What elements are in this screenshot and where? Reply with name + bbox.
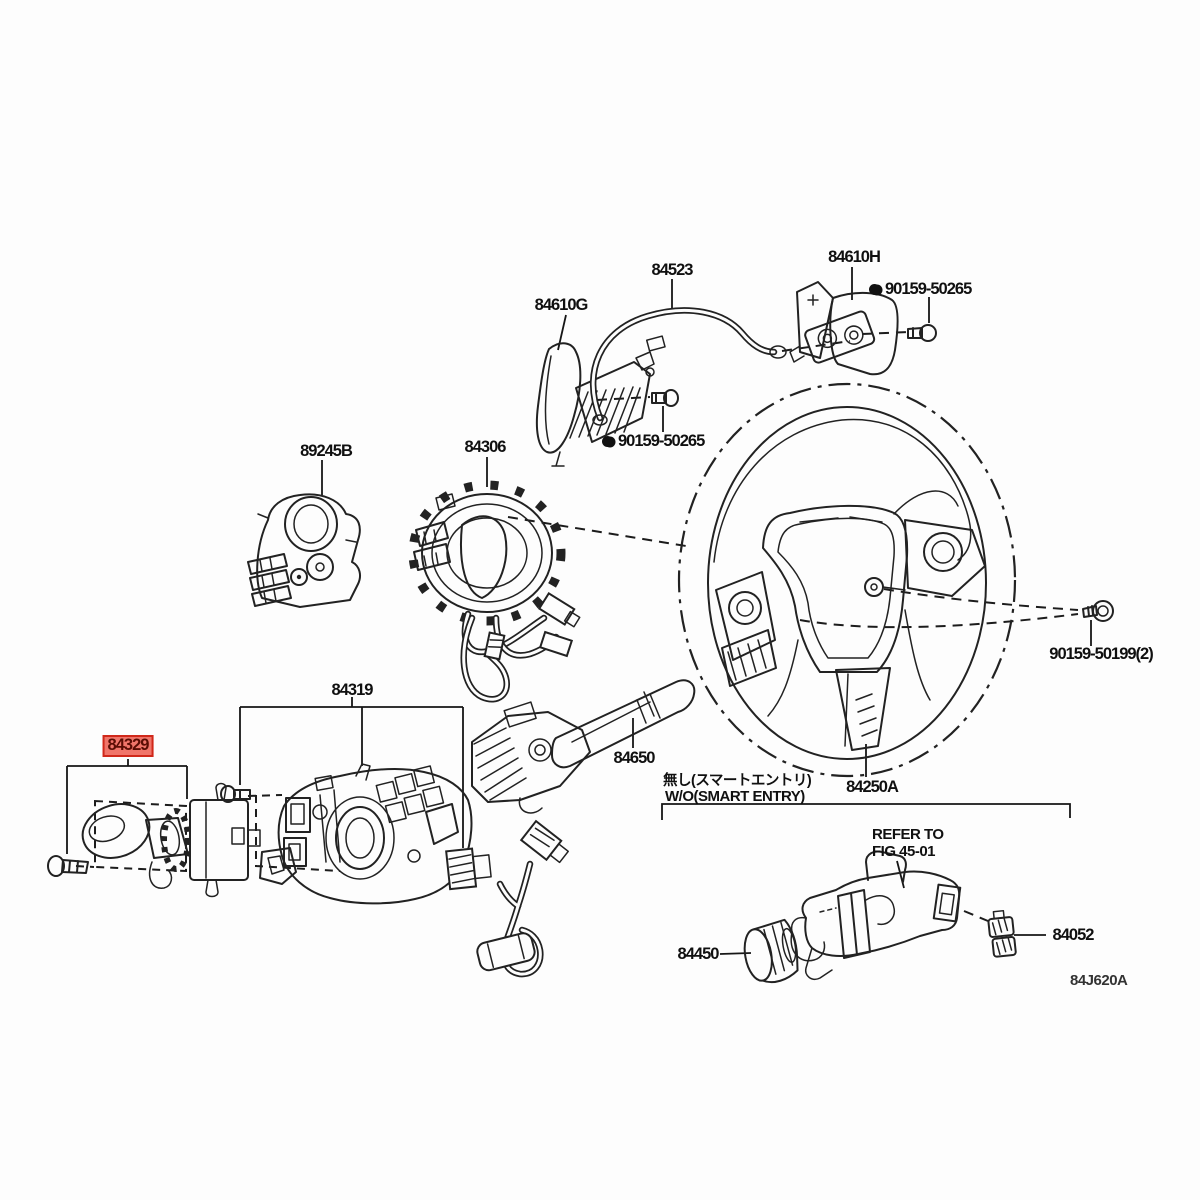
bullet-dot-icon bbox=[869, 284, 880, 295]
dimmer-switch-84329-drawing bbox=[81, 782, 261, 898]
sensor-89245b-drawing bbox=[247, 493, 361, 608]
dashed-lines bbox=[75, 331, 1079, 922]
paddle-84610g-drawing bbox=[535, 342, 655, 467]
steering-wheel-84250a-drawing bbox=[677, 382, 1017, 778]
label-84329-highlighted: 84329 bbox=[102, 735, 154, 758]
note-english: W/O(SMART ENTRY) bbox=[665, 788, 805, 805]
key-cylinder-84450-drawing bbox=[743, 918, 799, 984]
leader-lines bbox=[66, 267, 1092, 955]
screw-84319-drawing bbox=[220, 785, 251, 803]
label-90159-50265-mid: 90159-50265 bbox=[602, 432, 705, 450]
label-84052: 84052 bbox=[1052, 926, 1095, 944]
column-switch-84319-drawing bbox=[259, 763, 473, 905]
label-84610g: 84610G bbox=[534, 296, 589, 314]
refer-to-line1: REFER TO bbox=[872, 826, 944, 843]
label-90159-50265-top: 90159-50265 bbox=[869, 280, 972, 298]
part-84052-drawing bbox=[987, 909, 1017, 958]
bullet-dot-icon bbox=[602, 436, 613, 447]
label-84450: 84450 bbox=[677, 945, 720, 963]
lever-84650-drawing bbox=[471, 679, 696, 814]
screw-84329-drawing bbox=[47, 855, 89, 877]
label-84610h: 84610H bbox=[828, 248, 881, 266]
cable-84523-drawing bbox=[589, 307, 787, 426]
label-90159-50199: 90159-50199(2) bbox=[1049, 645, 1153, 663]
figure-code: 84J620A bbox=[1070, 972, 1128, 989]
label-89245b: 89245B bbox=[300, 442, 353, 460]
label-84250a: 84250A bbox=[846, 778, 899, 796]
harness-drawing bbox=[445, 819, 569, 978]
label-84650: 84650 bbox=[613, 749, 656, 767]
note-japanese: 無し(スマートエントリ) bbox=[663, 773, 812, 789]
switch-84610h-drawing bbox=[789, 281, 899, 376]
label-84523: 84523 bbox=[651, 261, 694, 279]
label-84319: 84319 bbox=[331, 681, 374, 699]
label-84306: 84306 bbox=[464, 438, 507, 456]
lock-housing-drawing bbox=[790, 850, 962, 980]
refer-to-line2: FIG 45-01 bbox=[872, 843, 936, 860]
bolt-90159-50199-drawing bbox=[1082, 600, 1114, 622]
spiral-cable-84306-drawing bbox=[408, 480, 581, 703]
